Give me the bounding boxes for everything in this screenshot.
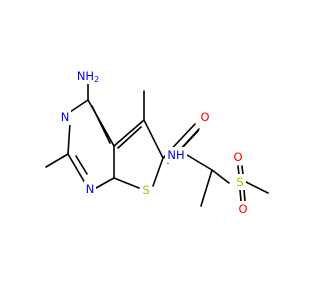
bond-line: [243, 189, 246, 202]
carbonyl-oxygen: O: [199, 109, 212, 125]
sulfonyl-oxygen-right: O: [237, 201, 250, 217]
bond-line: [45, 153, 69, 168]
pyrimidine-nitrogen-bottom: N: [84, 181, 96, 197]
bond-line: [95, 177, 115, 189]
pyrimidine-n-top-label: N: [61, 110, 70, 124]
bond-line: [186, 154, 213, 171]
bond-line: [239, 189, 242, 202]
bond-line: [211, 169, 230, 184]
carbonyl-o-label: O: [200, 110, 209, 124]
amide-nh-label: NH: [167, 148, 184, 162]
amine-label: NH2: [77, 69, 99, 84]
bonds-layer: [45, 83, 269, 207]
sulfonyl-s-label: S: [236, 175, 243, 189]
sulfonyl-oxygen-left: O: [232, 149, 245, 165]
bond-line: [241, 165, 244, 176]
bond-line: [75, 155, 88, 175]
sulfonyl-o-right-label: O: [238, 202, 247, 216]
bond-line: [69, 99, 89, 113]
amine-group: NH2: [77, 68, 105, 84]
bond-line: [113, 177, 140, 189]
bond-line: [67, 122, 71, 155]
bond-line: [143, 119, 164, 159]
sulfonyl-o-left-label: O: [233, 150, 242, 164]
bond-line: [117, 126, 142, 149]
thiophene-s-label: S: [142, 183, 149, 197]
bond-line: [67, 153, 86, 184]
molecule-structure-diagram: NH2 N N S O NH S O: [45, 68, 269, 217]
atom-labels-layer: NH2 N N S O NH S O: [59, 68, 250, 217]
bond-line: [237, 165, 240, 176]
pyrimidine-nitrogen-top: N: [59, 109, 71, 125]
amide-nh: NH: [165, 147, 187, 163]
bond-line: [113, 119, 145, 147]
sulfonyl-sulfur: S: [234, 174, 246, 190]
bond-line: [245, 181, 269, 194]
bond-line: [152, 157, 164, 187]
pyrimidine-n-bottom-label: N: [86, 182, 95, 196]
thiophene-sulfur: S: [140, 182, 152, 198]
bond-line: [91, 105, 111, 144]
bond-line: [200, 169, 213, 207]
